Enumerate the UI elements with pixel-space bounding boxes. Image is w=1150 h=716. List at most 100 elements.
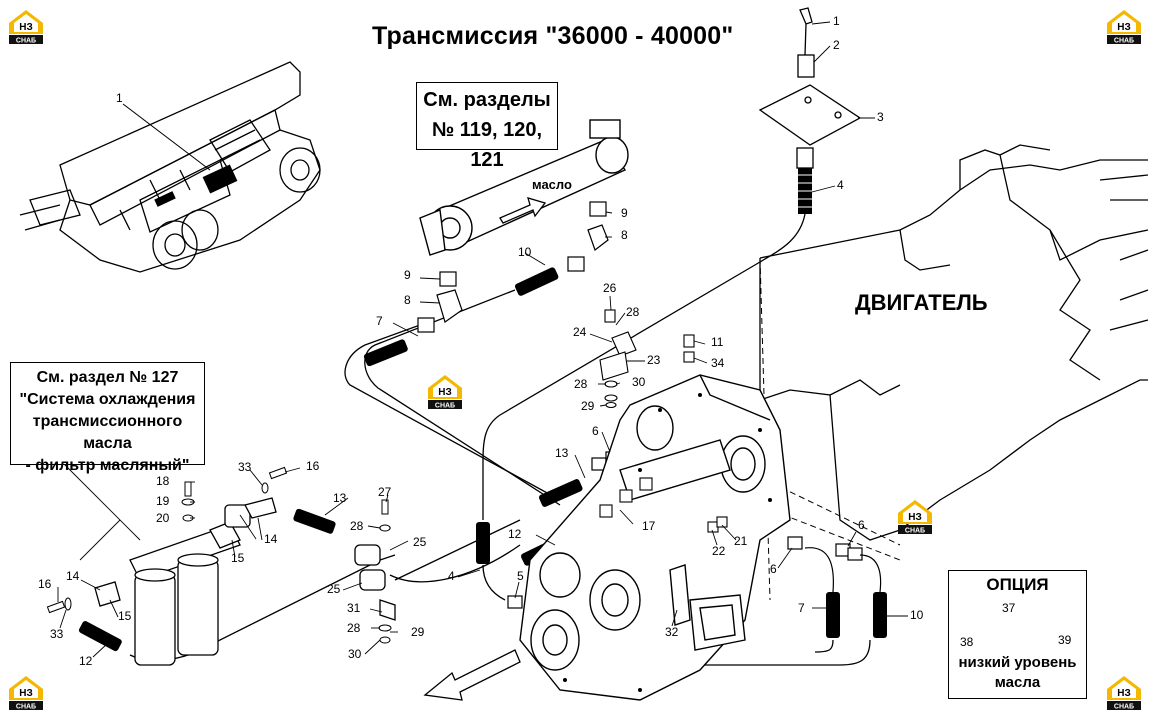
svg-text:СНАБ: СНАБ <box>1114 704 1134 711</box>
callout-c6a: 6 <box>592 424 599 438</box>
cooling-reference-box: См. раздел № 127 "Система охлаждения тра… <box>10 362 205 474</box>
callout-c30a: 30 <box>632 375 646 389</box>
nz-snab-logo: НЗ СНАБ <box>895 497 935 535</box>
callout-c23: 23 <box>647 353 661 367</box>
callout-c9a: 9 <box>404 268 411 282</box>
nz-snab-logo: НЗ СНАБ <box>6 673 46 711</box>
transmission-fittings <box>599 309 728 533</box>
callout-c1a: 1 <box>116 91 123 105</box>
leader-line <box>122 103 211 171</box>
callout-c9b: 9 <box>621 206 628 220</box>
callout-c4b: 4 <box>448 569 455 583</box>
callout-c14a: 14 <box>66 569 80 583</box>
callout-c12b: 12 <box>79 654 93 668</box>
callout-c21: 21 <box>734 534 748 548</box>
transmission-bolts <box>563 393 772 692</box>
svg-text:НЗ: НЗ <box>1117 688 1131 699</box>
hose-ribs <box>798 174 812 208</box>
transmission-housing <box>519 374 791 701</box>
svg-text:НЗ: НЗ <box>908 512 922 523</box>
callout-c16a: 16 <box>38 577 52 591</box>
callout-c1b: 1 <box>833 14 840 28</box>
dipstick-assembly <box>758 7 862 169</box>
oil-flow-arrow <box>499 197 547 224</box>
svg-text:СНАБ: СНАБ <box>16 704 36 711</box>
callout-c39: 39 <box>1058 633 1072 647</box>
svg-text:НЗ: НЗ <box>19 22 33 33</box>
callout-c7a: 7 <box>376 314 383 328</box>
svg-text:СНАБ: СНАБ <box>1114 38 1134 45</box>
callout-c33a: 33 <box>238 460 252 474</box>
option-line2: масла <box>994 674 1041 691</box>
reach-stacker-drawing <box>19 61 321 273</box>
callout-c20: 20 <box>156 511 170 525</box>
callout-c34: 34 <box>711 356 725 370</box>
oil-label: масло <box>532 177 572 192</box>
callout-c28c: 28 <box>574 377 588 391</box>
callout-c31: 31 <box>347 601 361 615</box>
callout-c37: 37 <box>1002 601 1016 615</box>
callout-c26: 26 <box>603 281 617 295</box>
cooling-line4: - фильтр масляный" <box>25 457 190 474</box>
callout-c28d: 28 <box>347 621 361 635</box>
callout-c25a: 25 <box>413 535 427 549</box>
option-box: ОПЦИЯ низкий уровень масла <box>948 570 1087 699</box>
direction-arrow <box>423 649 521 701</box>
callout-c6c: 6 <box>858 518 865 532</box>
nz-snab-logo: НЗ СНАБ <box>1104 673 1144 711</box>
nz-snab-logo: НЗ СНАБ <box>1104 7 1144 45</box>
callout-c5: 5 <box>517 569 524 583</box>
callout-c18: 18 <box>156 474 170 488</box>
callout-c8b: 8 <box>621 228 628 242</box>
engine-label: ДВИГАТЕЛЬ <box>855 290 988 315</box>
callout-c25b: 25 <box>327 582 341 596</box>
svg-text:НЗ: НЗ <box>1117 22 1131 33</box>
callout-c13a: 13 <box>555 446 569 460</box>
sections-line2: № 119, 120, 121 <box>431 119 543 171</box>
callout-c2: 2 <box>833 38 840 52</box>
callout-c15a: 15 <box>231 551 245 565</box>
callout-c28b: 28 <box>350 519 364 533</box>
callout-c30b: 30 <box>348 647 362 661</box>
leader-lines <box>57 21 1066 658</box>
callout-c24: 24 <box>573 325 587 339</box>
callout-c22: 22 <box>712 544 726 558</box>
callout-c12a: 12 <box>508 527 522 541</box>
svg-text:СНАБ: СНАБ <box>905 528 925 535</box>
sections-reference-box: См. разделы № 119, 120, 121 <box>416 82 558 171</box>
svg-text:СНАБ: СНАБ <box>16 38 36 45</box>
callout-c4a: 4 <box>837 178 844 192</box>
callout-c10a: 10 <box>518 245 532 259</box>
callout-c27: 27 <box>378 485 392 499</box>
svg-text:НЗ: НЗ <box>438 387 452 398</box>
cooling-line2: "Система охлаждения <box>19 391 196 408</box>
oil-cooler <box>419 119 629 256</box>
option-title: ОПЦИЯ <box>986 575 1049 594</box>
callout-c11: 11 <box>711 335 724 349</box>
callout-c6b: 6 <box>770 562 777 576</box>
callout-c38: 38 <box>960 635 974 649</box>
callout-c13b: 13 <box>333 491 347 505</box>
engine-outline <box>759 144 1149 541</box>
callout-c14b: 14 <box>264 532 278 546</box>
callout-c8a: 8 <box>404 293 411 307</box>
page-title: Трансмиссия "36000 - 40000" <box>372 22 734 50</box>
cooling-line1: См. раздел № 127 <box>36 369 179 386</box>
callout-c16b: 16 <box>306 459 320 473</box>
callout-c33b: 33 <box>50 627 64 641</box>
callout-c15b: 15 <box>118 609 132 623</box>
option-line1: низкий уровень <box>958 654 1077 671</box>
svg-text:НЗ: НЗ <box>19 688 33 699</box>
svg-text:СНАБ: СНАБ <box>435 403 455 410</box>
sections-line1: См. разделы <box>423 89 551 111</box>
callout-c32: 32 <box>665 625 679 639</box>
callout-c7b: 7 <box>798 601 805 615</box>
small-hardware <box>46 466 392 644</box>
callout-c17: 17 <box>642 519 656 533</box>
callout-c29a: 29 <box>581 399 595 413</box>
nz-snab-logo: НЗ СНАБ <box>425 372 465 410</box>
cooling-line3: трансмиссионного масла <box>32 413 183 452</box>
callout-c10b: 10 <box>910 608 924 622</box>
reach-stacker-details <box>154 164 238 207</box>
